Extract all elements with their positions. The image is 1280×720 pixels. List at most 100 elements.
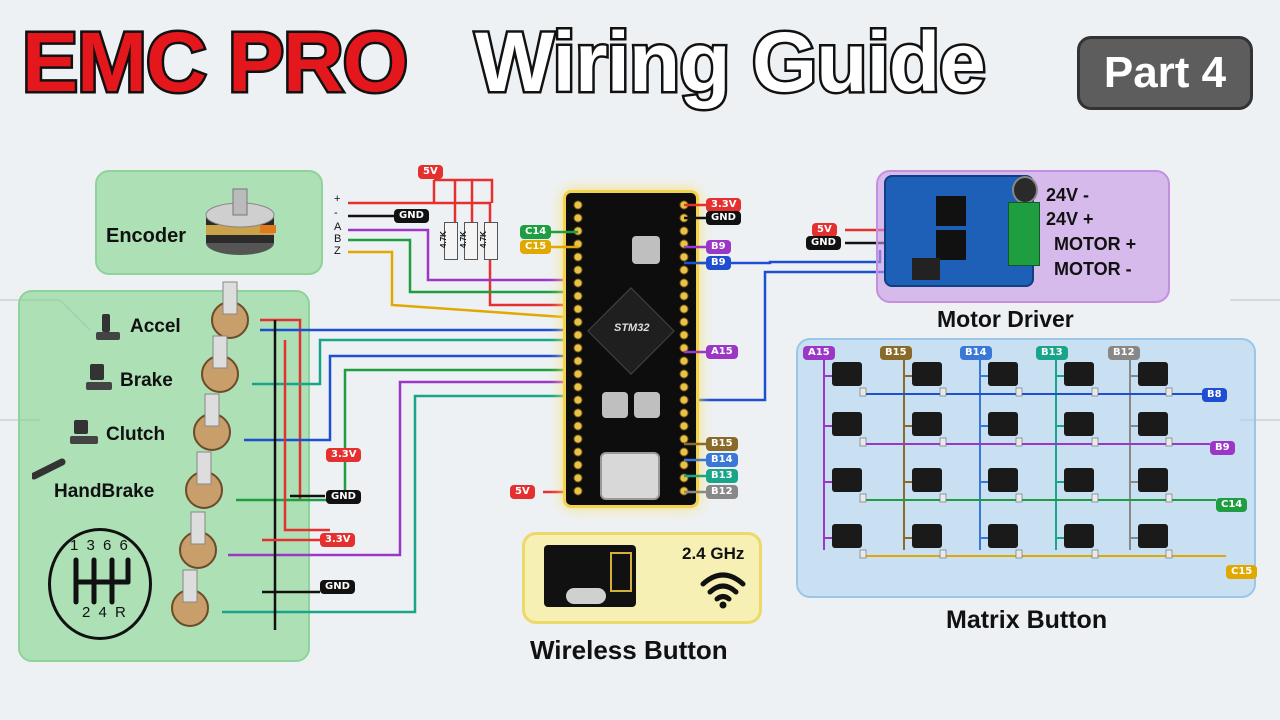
matrix-switch	[1064, 468, 1094, 492]
mcu-pin-5v: 5V	[510, 485, 535, 499]
encoder-pin-plus: +	[334, 193, 341, 205]
wireless-button-title: Wireless Button	[530, 635, 728, 665]
resistor-2: 4.7K	[459, 222, 478, 260]
matrix-switch	[1064, 524, 1094, 548]
gear-bottom-numbers: 2 4 R	[82, 604, 128, 621]
mcu-button-right	[634, 392, 660, 418]
driver-terminal-4: MOTOR -	[1054, 259, 1132, 279]
encoder-5v-tag: 5V	[418, 165, 443, 179]
matrix-diode	[939, 549, 947, 559]
mcu-chip-label: STM32	[614, 322, 650, 334]
driver-terminal-block	[1008, 202, 1040, 266]
encoder-pin-a: A	[334, 221, 342, 233]
part-badge: Part 4	[1077, 36, 1253, 110]
matrix-diode	[1165, 493, 1173, 503]
driver-gnd-tag: GND	[806, 236, 841, 250]
matrix-row-b9: B9	[1210, 441, 1235, 455]
matrix-switch	[832, 524, 862, 548]
resistor-1: 4.7K	[439, 222, 458, 260]
matrix-diode	[1015, 387, 1023, 397]
matrix-diode	[1015, 549, 1023, 559]
gear-top-numbers: 1 3 6 6	[70, 537, 130, 554]
matrix-switch	[912, 362, 942, 386]
matrix-switch	[1138, 468, 1168, 492]
matrix-diode	[859, 493, 867, 503]
motor-driver-title: Motor Driver	[937, 306, 1074, 332]
matrix-diode	[1091, 549, 1099, 559]
matrix-col-b15: B15	[880, 346, 912, 360]
matrix-row-c15: C15	[1226, 565, 1258, 579]
mcu-pin-b9-a: B9	[706, 240, 731, 254]
matrix-switch	[1138, 362, 1168, 386]
matrix-diode	[939, 493, 947, 503]
title-emc-pro: EMC PRO	[19, 15, 410, 109]
driver-5v-tag: 5V	[812, 223, 837, 237]
pedal-33v-tag-2: 3.3V	[320, 533, 356, 547]
usb-c-port	[600, 452, 660, 500]
matrix-diode	[1091, 387, 1099, 397]
driver-mosfet-1	[936, 196, 966, 226]
mcu-pin-3v3: 3.3V	[706, 198, 742, 212]
pedal-gnd-tag-2: GND	[320, 580, 355, 594]
encoder-label: Encoder	[106, 225, 187, 247]
matrix-col-a15: A15	[803, 346, 835, 360]
matrix-switch	[988, 468, 1018, 492]
encoder-pin-b: B	[334, 233, 342, 245]
matrix-switch	[832, 362, 862, 386]
matrix-diode	[1165, 437, 1173, 447]
nrf-crystal	[566, 588, 606, 604]
driver-terminal-1: 24V -	[1046, 185, 1090, 205]
mcu-pin-b13: B13	[706, 469, 738, 483]
gear-shifter-icon	[48, 528, 152, 640]
resistor-3: 4.7K	[479, 222, 498, 260]
matrix-row-c14: C14	[1216, 498, 1248, 512]
matrix-diode	[859, 549, 867, 559]
mcu-pin-a15: A15	[706, 345, 738, 359]
matrix-diode	[1165, 549, 1173, 559]
matrix-diode	[1015, 437, 1023, 447]
matrix-diode	[859, 437, 867, 447]
matrix-diode	[939, 387, 947, 397]
matrix-col-b13: B13	[1036, 346, 1068, 360]
matrix-switch	[988, 524, 1018, 548]
matrix-switch	[1138, 412, 1168, 436]
matrix-diode	[1091, 493, 1099, 503]
matrix-button-title: Matrix Button	[946, 606, 1108, 634]
matrix-switch	[1138, 524, 1168, 548]
matrix-row-b8: B8	[1202, 388, 1227, 402]
wireless-freq: 2.4 GHz	[682, 544, 745, 563]
matrix-diode	[1165, 387, 1173, 397]
pedal-gnd-tag-1: GND	[326, 490, 361, 504]
matrix-col-b14: B14	[960, 346, 992, 360]
matrix-switch	[1064, 362, 1094, 386]
matrix-switch	[832, 412, 862, 436]
mcu-pin-b14: B14	[706, 453, 738, 467]
mcu-pin-c14: C14	[520, 225, 552, 239]
mcu-pin-gnd: GND	[706, 211, 741, 225]
mcu-button-left	[602, 392, 628, 418]
pedal-label-accel: Accel	[130, 316, 181, 337]
matrix-switch	[912, 468, 942, 492]
pedal-label-handbrake: HandBrake	[54, 481, 155, 502]
title-wiring-guide: Wiring Guide	[473, 15, 989, 109]
driver-terminal-2: 24V +	[1046, 209, 1094, 229]
matrix-diode	[1091, 437, 1099, 447]
matrix-switch	[832, 468, 862, 492]
matrix-diode	[859, 387, 867, 397]
matrix-diode	[939, 437, 947, 447]
driver-terminal-3: MOTOR +	[1054, 234, 1137, 254]
mcu-button-top	[632, 236, 660, 264]
matrix-switch	[1064, 412, 1094, 436]
encoder-pin-minus: -	[334, 207, 338, 219]
pedal-label-brake: Brake	[120, 370, 173, 391]
matrix-switch	[912, 524, 942, 548]
driver-ic	[912, 258, 940, 280]
nrf-antenna	[610, 552, 632, 592]
matrix-panel	[796, 338, 1256, 598]
encoder-pin-z: Z	[334, 245, 341, 257]
matrix-switch	[988, 362, 1018, 386]
matrix-col-b12: B12	[1108, 346, 1140, 360]
